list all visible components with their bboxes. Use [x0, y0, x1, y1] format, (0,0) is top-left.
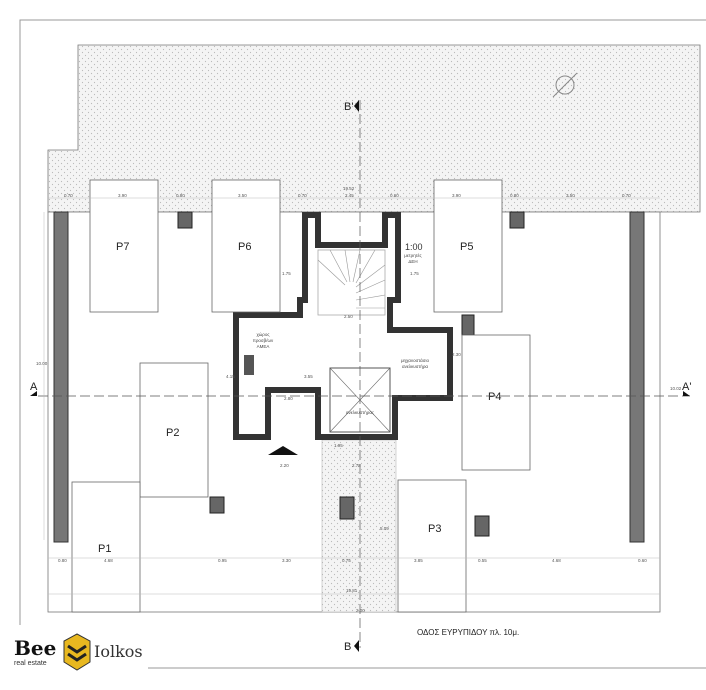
parking-p5	[433, 179, 503, 313]
room-labels: χώρος προσβ/ων ΑΜΕΑ μηχανοστάσιο ανελκυσ…	[253, 242, 430, 415]
svg-text:2.80: 2.80	[284, 396, 293, 401]
stairs	[317, 249, 386, 316]
svg-text:3.90: 3.90	[452, 193, 461, 198]
parking-p1	[71, 481, 141, 613]
column	[209, 496, 225, 514]
svg-text:0.80: 0.80	[58, 558, 67, 563]
svg-text:2.78: 2.78	[352, 463, 361, 468]
parking-p4	[461, 334, 531, 471]
north-arrow-line	[552, 72, 578, 98]
svg-text:μηχανοστάσιο: μηχανοστάσιο	[401, 357, 430, 363]
svg-text:1.75: 1.75	[410, 271, 419, 276]
svg-text:ανελκυστήρας: ανελκυστήρας	[346, 409, 375, 415]
stair-treads	[317, 249, 386, 309]
section-marker-icon	[354, 100, 359, 112]
svg-text:3.50: 3.50	[238, 193, 247, 198]
svg-text:1.95: 1.95	[334, 443, 343, 448]
svg-text:2.20: 2.20	[280, 463, 289, 468]
svg-text:μετρητές: μετρητές	[404, 252, 422, 258]
parking-label: P4	[488, 391, 501, 403]
svg-text:2.30: 2.30	[452, 352, 461, 357]
parking-p3	[397, 479, 467, 613]
svg-text:3.85: 3.85	[414, 558, 423, 563]
parking-label: P6	[238, 241, 251, 253]
left-wall	[53, 211, 69, 543]
svg-text:2.45: 2.45	[345, 193, 354, 198]
parking-label: P1	[98, 543, 111, 555]
parking-label: P5	[460, 241, 473, 253]
svg-text:3.55: 3.55	[304, 374, 313, 379]
column	[509, 211, 525, 229]
company-logo: Bee real estate Iolkos	[10, 632, 160, 672]
svg-text:1:00: 1:00	[405, 242, 423, 252]
svg-text:2.50: 2.50	[344, 314, 353, 319]
parking-p7	[89, 179, 159, 313]
column	[339, 496, 355, 520]
section-label-b-prime: B'	[344, 101, 353, 113]
section-marker-icon	[30, 391, 37, 396]
svg-text:ΑΜΕΑ: ΑΜΕΑ	[257, 344, 270, 349]
column	[461, 314, 475, 336]
parking-p6	[211, 179, 281, 313]
section-label-b: B	[344, 641, 351, 653]
svg-text:10.00: 10.00	[36, 361, 48, 366]
section-marker-icon	[683, 391, 690, 396]
right-wall	[629, 211, 645, 543]
column	[474, 515, 490, 537]
svg-text:1.75: 1.75	[282, 271, 291, 276]
svg-text:10.02: 10.02	[670, 386, 682, 391]
svg-text:0.80: 0.80	[176, 193, 185, 198]
logo-subtitle: real estate	[14, 660, 47, 667]
svg-text:19.81: 19.81	[346, 588, 358, 593]
svg-text:2.00: 2.00	[356, 608, 365, 613]
column	[244, 355, 254, 375]
north-arrow-icon	[555, 75, 575, 95]
svg-text:3.50: 3.50	[566, 193, 575, 198]
svg-text:0.60: 0.60	[390, 193, 399, 198]
bee-logo-icon	[63, 633, 91, 671]
svg-text:0.75: 0.75	[342, 558, 351, 563]
street-label: ΟΔΟΣ ΕΥΡΥΠΙΔΟΥ πλ. 10μ.	[417, 628, 520, 637]
svg-text:4.15: 4.15	[226, 374, 235, 379]
svg-text:0.70: 0.70	[64, 193, 73, 198]
column	[177, 211, 193, 229]
svg-text:0.95: 0.95	[218, 558, 227, 563]
svg-text:5.09: 5.09	[380, 526, 389, 531]
svg-text:0.70: 0.70	[298, 193, 307, 198]
logo-bee-text: Bee	[14, 636, 57, 660]
parking-label: P3	[428, 523, 441, 535]
parking-label: P7	[116, 241, 129, 253]
svg-text:3.90: 3.90	[118, 193, 127, 198]
svg-text:0.55: 0.55	[478, 558, 487, 563]
entrance-walkway	[321, 439, 397, 613]
section-label-a: A	[30, 381, 38, 393]
svg-text:0.70: 0.70	[622, 193, 631, 198]
svg-text:4.68: 4.68	[552, 558, 561, 563]
svg-text:0.60: 0.60	[638, 558, 647, 563]
svg-text:4.68: 4.68	[104, 558, 113, 563]
svg-text:3.30: 3.30	[282, 558, 291, 563]
svg-text:ανελκυστήρα: ανελκυστήρα	[402, 363, 428, 369]
stair-elevator-core	[233, 212, 453, 440]
sheet-frame	[19, 19, 706, 625]
svg-text:0.80: 0.80	[510, 193, 519, 198]
section-marker-icon	[354, 640, 359, 652]
svg-text:προσβ/ων: προσβ/ων	[253, 338, 274, 343]
entrance-arrow-icon	[268, 446, 298, 455]
svg-text:χώρος: χώρος	[257, 331, 271, 337]
svg-text:ΔΕΗ: ΔΕΗ	[408, 259, 417, 264]
dimensions: 19.52 0.70 3.90 0.80 3.50 0.70 2.45 0.60…	[36, 186, 682, 613]
section-label-a-prime: A'	[682, 381, 691, 393]
parking-p2	[139, 362, 209, 498]
parking-label: P2	[166, 427, 179, 439]
logo-name: Iolkos	[94, 642, 143, 661]
svg-text:19.52: 19.52	[343, 186, 355, 191]
